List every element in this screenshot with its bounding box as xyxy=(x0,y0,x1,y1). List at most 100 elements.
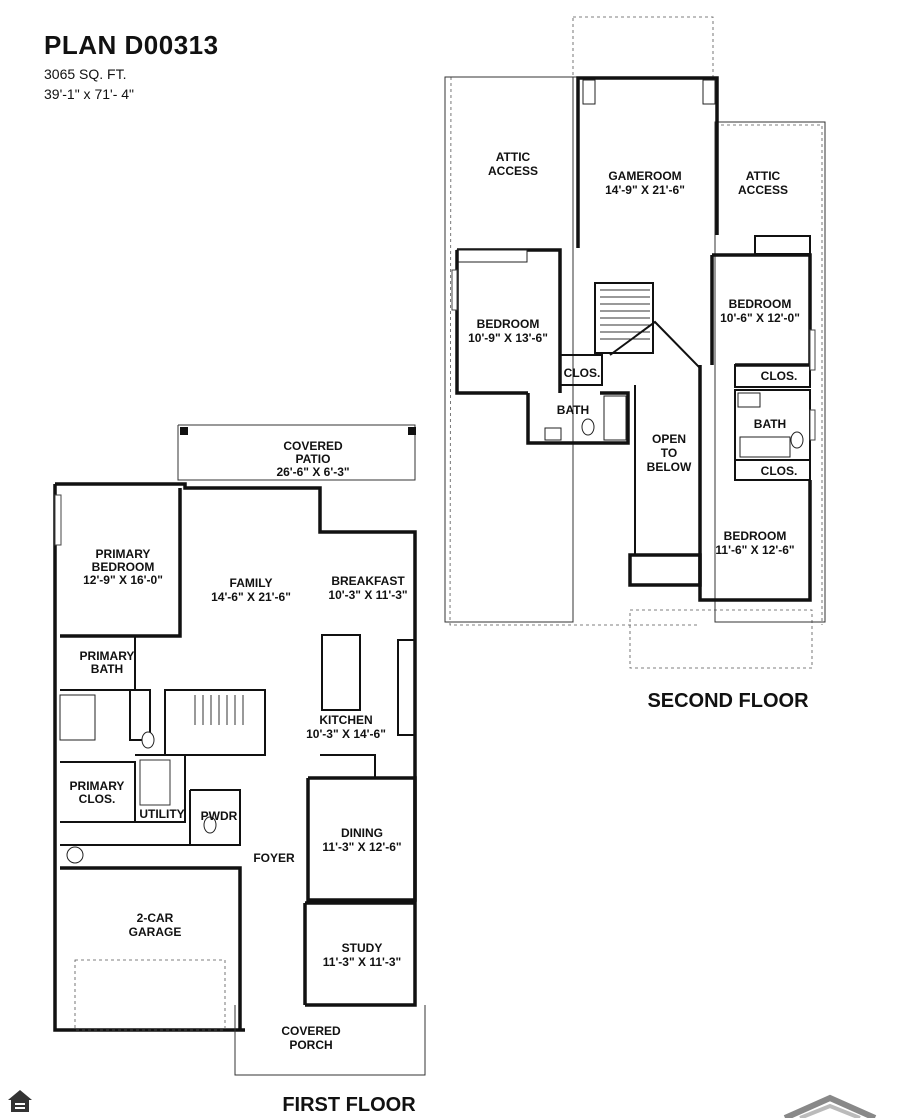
covered-patio-outline xyxy=(177,424,416,481)
dining-size: 11'-3" X 12'-6" xyxy=(322,840,401,854)
second-floor-plan xyxy=(444,16,826,669)
attic-right-name-2: ACCESS xyxy=(738,183,788,197)
attic-outline-left xyxy=(449,76,700,626)
bedroom-2-size: 10'-9" X 13'-6" xyxy=(468,331,548,345)
clos-left-name: CLOS. xyxy=(564,366,601,380)
primary-linen xyxy=(129,689,151,741)
primary-shower xyxy=(59,694,96,741)
exterior-wall-left xyxy=(53,484,245,1032)
utility-name: UTILITY xyxy=(139,807,184,821)
bath-left-sink xyxy=(544,427,562,441)
bath-right-toilet xyxy=(790,431,804,449)
pwdr-toilet xyxy=(203,816,217,834)
primary-bedroom-name-1: PRIMARY xyxy=(96,547,151,561)
study-name: STUDY xyxy=(342,941,383,955)
study-exterior-wall xyxy=(305,905,417,1007)
bath-left-walls xyxy=(526,391,630,445)
foyer-name: FOYER xyxy=(253,851,295,865)
builder-logo-icon xyxy=(783,1094,877,1118)
study-size: 11'-3" X 11'-3" xyxy=(323,955,401,969)
garage-name-1: 2-CAR xyxy=(137,911,174,925)
covered-patio-name-2: PATIO xyxy=(296,452,331,466)
attic-left-name-2: ACCESS xyxy=(488,164,538,178)
first-floor-labels: COVERED PATIO 26'-6" X 6'-3" PRIMARY BED… xyxy=(70,439,417,1116)
clos-left-walls xyxy=(559,354,603,386)
dining-walls xyxy=(306,776,417,902)
kitchen-island xyxy=(321,634,361,711)
primary-bedroom-walls xyxy=(60,488,182,638)
utility-walls xyxy=(135,754,186,823)
bedroom-4-size: 11'-6" X 12'-6" xyxy=(715,543,794,557)
gameroom-name: GAMEROOM xyxy=(608,169,681,183)
equal-housing-icon xyxy=(8,1090,32,1112)
family-name: FAMILY xyxy=(230,576,273,590)
patio-post-right xyxy=(408,427,416,435)
main-stairs xyxy=(194,695,244,725)
primary-clos-name-1: PRIMARY xyxy=(70,779,125,793)
primary-toilet xyxy=(141,731,155,749)
bedroom-4-walls xyxy=(698,478,812,602)
covered-porch-name-2: PORCH xyxy=(289,1038,332,1052)
utility-shelf xyxy=(139,759,171,806)
primary-bath-name-2: BATH xyxy=(91,662,123,676)
covered-porch-name-1: COVERED xyxy=(281,1024,341,1038)
roof-outline-top xyxy=(572,16,714,78)
breakfast-size: 10'-3" X 11'-3" xyxy=(328,588,407,602)
bedroom-2-closet-shelf xyxy=(456,249,528,263)
patio-post-left xyxy=(180,427,188,435)
covered-porch-outline xyxy=(234,1005,426,1076)
attic-right-name-1: ATTIC xyxy=(746,169,781,183)
clos-right-bottom-name: CLOS. xyxy=(761,464,798,478)
first-floor-label: FIRST FLOOR xyxy=(282,1094,416,1116)
bedroom-3-size: 10'-6" X 12'-0" xyxy=(720,311,800,325)
bath-left-toilet xyxy=(581,418,595,436)
bath-left-name: BATH xyxy=(557,403,589,417)
primary-bath-name-1: PRIMARY xyxy=(80,649,135,663)
plan-dimensions: 39'-1" x 71'- 4" xyxy=(44,86,134,102)
bath-right-name: BATH xyxy=(754,417,786,431)
primary-bedroom-name-2: BEDROOM xyxy=(92,560,155,574)
covered-patio-name-1: COVERED xyxy=(283,439,343,453)
breakfast-name: BREAKFAST xyxy=(331,574,405,588)
open-to-below-name-3: BELOW xyxy=(647,460,692,474)
attic-left-boundary xyxy=(444,76,574,623)
gameroom-column-right xyxy=(702,79,716,105)
covered-patio-size: 26'-6" X 6'-3" xyxy=(276,465,349,479)
open-to-below-name-1: OPEN xyxy=(652,432,686,446)
clos-right-top-name: CLOS. xyxy=(761,369,798,383)
bedroom-3-window xyxy=(809,329,816,371)
primary-bedroom-window xyxy=(54,494,62,546)
first-floor-plan xyxy=(53,424,426,1076)
attic-left-name-1: ATTIC xyxy=(496,150,531,164)
second-floor-label: SECOND FLOOR xyxy=(647,690,809,712)
bath-right-tub xyxy=(739,436,791,458)
balcony-outline xyxy=(629,609,813,669)
gameroom-walls xyxy=(576,76,719,248)
bedroom-2-name: BEDROOM xyxy=(477,317,540,331)
bath-left-tub xyxy=(603,395,627,441)
bedroom-2-window xyxy=(451,269,458,311)
garage-walls xyxy=(60,866,242,1030)
open-to-below-name-2: TO xyxy=(661,446,677,460)
bedroom-4-name: BEDROOM xyxy=(724,529,787,543)
kitchen-pantry xyxy=(320,754,376,778)
upper-stair-well xyxy=(594,282,654,354)
family-size: 14'-6" X 21'-6" xyxy=(211,590,291,604)
plan-square-footage: 3065 SQ. FT. xyxy=(44,66,127,82)
garage-name-2: GARAGE xyxy=(129,925,182,939)
kitchen-counter xyxy=(397,639,416,736)
water-heater xyxy=(66,846,84,864)
clos-right-top-walls xyxy=(734,364,811,388)
primary-bedroom-size: 12'-9" X 16'-0" xyxy=(83,573,163,587)
bedroom-3-name: BEDROOM xyxy=(729,297,792,311)
primary-closet-walls xyxy=(60,761,136,823)
attic-right-boundary xyxy=(714,121,826,623)
bath-right-sink xyxy=(737,392,761,408)
main-stair-well xyxy=(164,689,266,756)
open-to-below-ledge xyxy=(628,553,702,587)
plan-title: PLAN D00313 xyxy=(44,30,219,60)
attic-door-frame xyxy=(754,235,811,255)
kitchen-size: 10'-3" X 14'-6" xyxy=(306,727,386,741)
primary-clos-name-2: CLOS. xyxy=(79,792,116,806)
pwdr-name: PWDR xyxy=(201,809,238,823)
